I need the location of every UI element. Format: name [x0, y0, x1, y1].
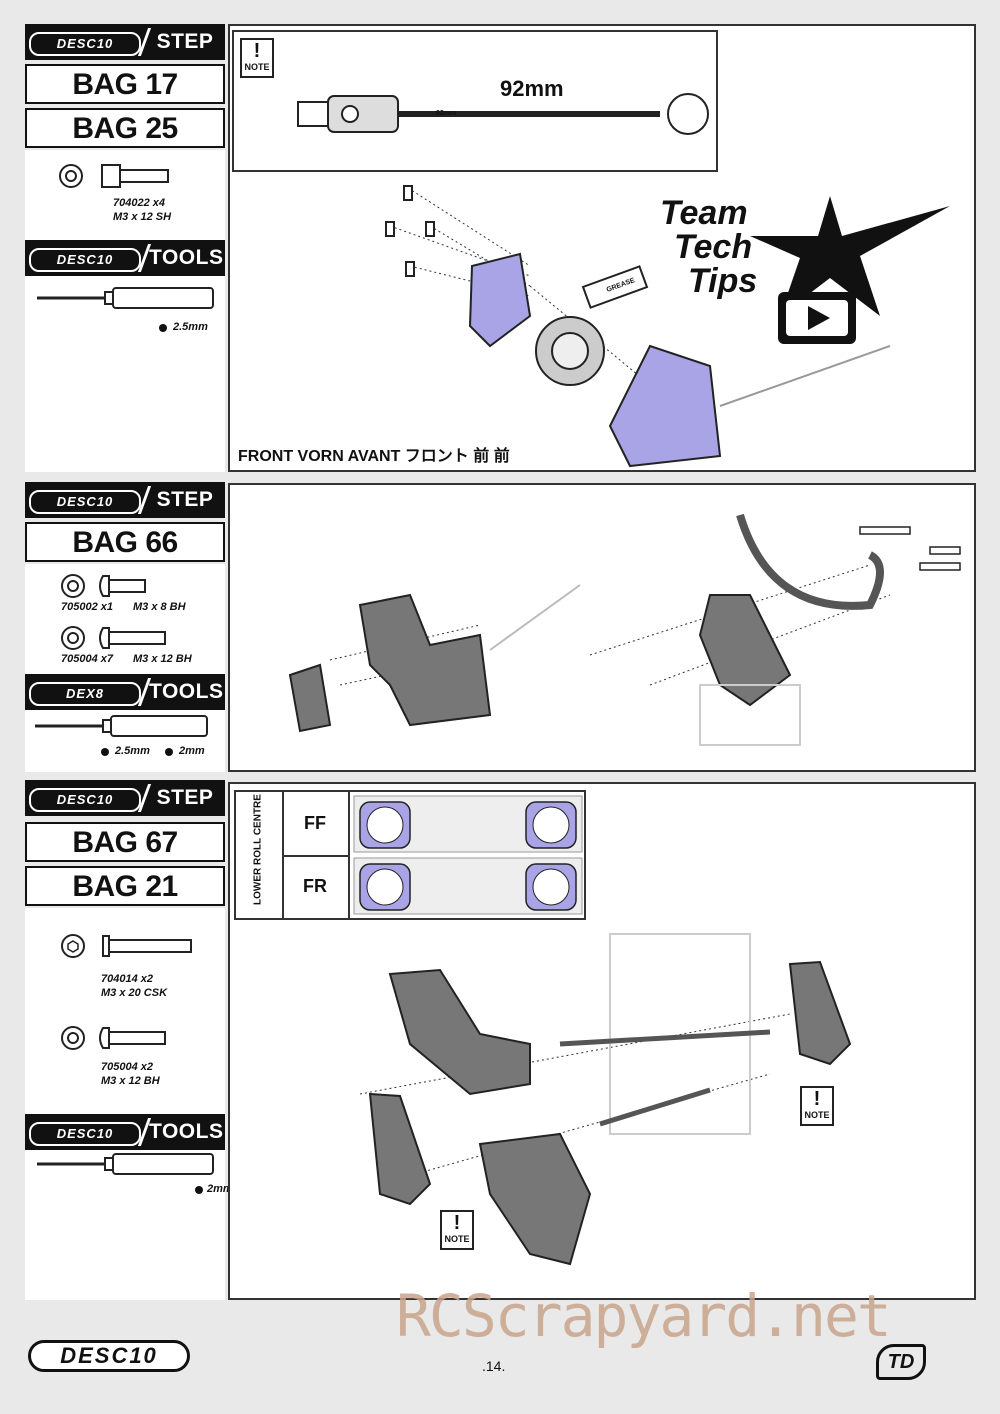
- hex-driver-icon: [37, 1153, 214, 1194]
- driveshaft-illustration: [297, 93, 709, 135]
- tool-size: 2mm: [207, 1183, 233, 1195]
- star-icon: [750, 196, 950, 316]
- step10-title: STEP 10: [156, 786, 214, 845]
- td-brand-logo: TD: [876, 1344, 926, 1380]
- part-desc: M3 x 8 BH: [133, 601, 186, 613]
- step8-bag-1: BAG 17: [25, 64, 225, 104]
- step8-diagram: !NOTE 92mm 92mm GREASE Team: [228, 24, 976, 472]
- play-video-button[interactable]: [778, 292, 856, 344]
- step10-tools-header: DESC10 TOOLS: [25, 1114, 225, 1150]
- washer-and-screw-icon: [59, 164, 169, 188]
- step10-tools-panel: 2mm: [25, 1150, 233, 1300]
- step10-bag-1: BAG 67: [25, 822, 225, 862]
- shaft-length: 92mm: [500, 76, 564, 101]
- desc10-logo: DESC10: [29, 32, 141, 56]
- part-code: 705004 x2: [101, 1061, 153, 1073]
- desc10-logo: DESC10: [29, 490, 141, 514]
- part-desc: M3 x 12 BH: [101, 1075, 160, 1087]
- step10-bag-2: BAG 21: [25, 866, 225, 906]
- part-code: 705002 x1: [61, 601, 113, 613]
- roll-row-ff: FF: [282, 792, 350, 857]
- step8-header: DESC10 STEP 8: [25, 24, 225, 89]
- driveshaft-note-box: [232, 30, 718, 172]
- dex8-logo: DEX8: [29, 682, 141, 706]
- desc10-logo: DESC10: [29, 248, 141, 272]
- note-icon: !NOTE: [240, 38, 274, 78]
- roll-centre-table: LOWER ROLL CENTRE FF FR: [234, 790, 586, 920]
- part-code: 704014 x2: [101, 973, 153, 985]
- step8-tools-header: DESC10 TOOLS: [25, 240, 225, 276]
- step9-diagram: [228, 483, 976, 772]
- step9-header: DESC10 STEP 9: [25, 482, 225, 547]
- footer-desc10-logo: DESC10: [28, 1340, 190, 1372]
- watermark: RCScrapyard.net: [396, 1282, 892, 1350]
- hex-driver-icon: [35, 715, 208, 756]
- part-desc: M3 x 12 BH: [133, 653, 192, 665]
- washer-and-screw-icon: [61, 574, 166, 650]
- step8-tools-panel: 2.5mm: [25, 276, 225, 472]
- step9-tools-panel: 2.5mm 2mm: [25, 710, 225, 772]
- hex-driver-icon: [37, 287, 214, 332]
- tools-title: TOOLS: [149, 680, 224, 703]
- diff-assembly-illustration: [385, 185, 891, 468]
- play-icon: [786, 300, 848, 336]
- suspension-arm-illustration: [359, 933, 852, 1266]
- direction-label: FRONT VORN AVANT フロント 前 前: [238, 448, 510, 465]
- washer-and-screw-icon: [61, 934, 192, 1050]
- step9-bag-1: BAG 66: [25, 522, 225, 562]
- part-desc: M3 x 20 CSK: [101, 987, 168, 999]
- part-desc: M3 x 12 SH: [113, 211, 172, 223]
- desc10-logo: DESC10: [29, 788, 141, 812]
- note-icon: !NOTE: [440, 1210, 474, 1250]
- step8-title: STEP 8: [156, 30, 214, 89]
- insert-position-diagram: [353, 795, 583, 915]
- bulkhead-assembly-illustration: [288, 513, 961, 746]
- team-tech-tips-logo[interactable]: Team Tech Tips: [660, 194, 758, 300]
- step9-tools-header: DEX8 TOOLS: [25, 674, 225, 710]
- tool-size: 2.5mm: [173, 321, 208, 333]
- part-code: 705004 x7: [61, 653, 113, 665]
- tools-title: TOOLS: [149, 246, 224, 269]
- note-icon: !NOTE: [800, 1086, 834, 1126]
- tool-size: 2mm: [179, 745, 205, 757]
- roll-row-fr: FR: [282, 855, 350, 918]
- step9-parts-panel: 705002 x1 M3 x 8 BH 705004 x7 M3 x 12 BH: [25, 564, 225, 674]
- step10-parts-panel: 704014 x2 M3 x 20 CSK 705004 x2 M3 x 12 …: [25, 908, 225, 1114]
- step10-diagram: LOWER ROLL CENTRE FF FR !NOTE: [228, 782, 976, 1300]
- part-code: 704022 x4: [113, 197, 165, 209]
- tools-title: TOOLS: [149, 1120, 224, 1143]
- step10-header: DESC10 STEP 10: [25, 780, 225, 845]
- desc10-logo: DESC10: [29, 1122, 141, 1146]
- step8-parts-panel: 704022 x4 M3 x 12 SH: [25, 150, 225, 242]
- step8-bag-2: BAG 25: [25, 108, 225, 148]
- page-number: .14.: [482, 1358, 506, 1374]
- shaft-marking: 92mm: [436, 110, 457, 117]
- tool-size: 2.5mm: [115, 745, 150, 757]
- step9-title: STEP 9: [156, 488, 214, 547]
